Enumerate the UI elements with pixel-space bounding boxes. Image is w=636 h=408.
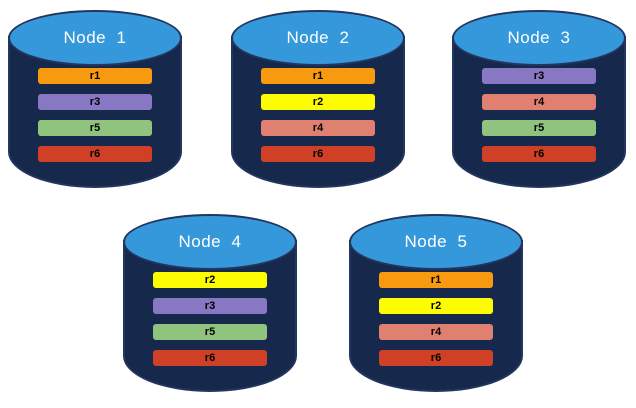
replica-bar-r5[interactable]: r5 [153,324,267,340]
node-2[interactable]: Node 2 r1 r2 r4 r6 [231,10,405,188]
replica-list: r1 r3 r5 r6 [38,68,152,162]
node-title: Node 1 [63,28,127,47]
cylinder-top-ellipse [8,10,182,66]
replica-bar-r3[interactable]: r3 [482,68,596,84]
cylinder-top-ellipse [231,10,405,66]
replica-bar-r2[interactable]: r2 [379,298,493,314]
node-title: Node 2 [286,28,350,47]
replica-list: r2 r3 r5 r6 [153,272,267,366]
replica-bar-r5[interactable]: r5 [38,120,152,136]
replica-bar-r2[interactable]: r2 [153,272,267,288]
replica-list: r1 r2 r4 r6 [261,68,375,162]
replica-bar-r6[interactable]: r6 [482,146,596,162]
replica-bar-r3[interactable]: r3 [38,94,152,110]
replica-list: r1 r2 r4 r6 [379,272,493,366]
replica-bar-r1[interactable]: r1 [38,68,152,84]
replica-bar-r4[interactable]: r4 [482,94,596,110]
cylinder-top-ellipse [123,214,297,270]
replica-bar-r6[interactable]: r6 [38,146,152,162]
replica-bar-r1[interactable]: r1 [379,272,493,288]
cylinder-top-ellipse [452,10,626,66]
replica-bar-r1[interactable]: r1 [261,68,375,84]
replica-bar-r4[interactable]: r4 [261,120,375,136]
node-3[interactable]: Node 3 r3 r4 r5 r6 [452,10,626,188]
node-title: Node 4 [178,232,242,251]
replica-bar-r5[interactable]: r5 [482,120,596,136]
replica-bar-r6[interactable]: r6 [261,146,375,162]
node-4[interactable]: Node 4 r2 r3 r5 r6 [123,214,297,392]
replica-bar-r4[interactable]: r4 [379,324,493,340]
cylinder-top-ellipse [349,214,523,270]
node-title: Node 3 [507,28,571,47]
replica-bar-r6[interactable]: r6 [379,350,493,366]
node-title: Node 5 [404,232,468,251]
replica-bar-r2[interactable]: r2 [261,94,375,110]
replica-bar-r3[interactable]: r3 [153,298,267,314]
replica-bar-r6[interactable]: r6 [153,350,267,366]
replica-list: r3 r4 r5 r6 [482,68,596,162]
node-5[interactable]: Node 5 r1 r2 r4 r6 [349,214,523,392]
node-1[interactable]: Node 1 r1 r3 r5 r6 [8,10,182,188]
